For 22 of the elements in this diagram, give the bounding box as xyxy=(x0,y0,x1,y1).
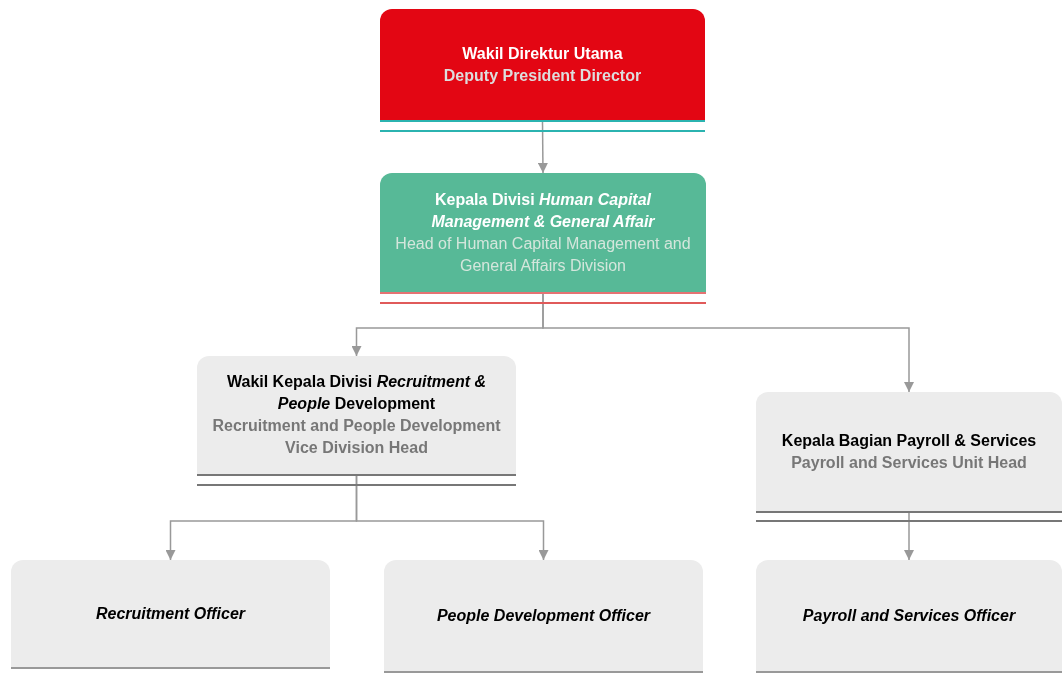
position-subtitle: Payroll and Services Unit Head xyxy=(791,452,1027,473)
position-box xyxy=(384,560,703,673)
position-subtitle: Recruitment and People Development Vice Division Head xyxy=(211,416,502,458)
connector-arrow xyxy=(537,121,548,174)
connector-arrow xyxy=(542,293,914,393)
position-box xyxy=(380,9,705,122)
position-title: Wakil Direktur Utama xyxy=(462,43,623,64)
position-box xyxy=(11,560,330,669)
position-box xyxy=(380,173,706,294)
position-subtitle: Head of Human Capital Management and General Affairs Division xyxy=(394,233,692,276)
connector-arrow xyxy=(355,475,549,561)
position-title: People Development Officer xyxy=(436,605,651,626)
position-box xyxy=(756,560,1062,673)
position-box xyxy=(756,392,1062,513)
position-title: Payroll and Services Officer xyxy=(802,605,1016,626)
position-box xyxy=(197,356,516,476)
position-title: Kepala Bagian Payroll & Services xyxy=(781,430,1037,451)
position-title: Recruitment Officer xyxy=(95,603,246,624)
position-title: Wakil Kepala Divisi Recruitment & People Development xyxy=(225,372,487,414)
position-subtitle: Deputy President Director xyxy=(443,65,642,86)
position-title: Kepala Divisi Human Capital Management & General Affair xyxy=(430,189,656,232)
connector-arrow xyxy=(904,512,914,561)
